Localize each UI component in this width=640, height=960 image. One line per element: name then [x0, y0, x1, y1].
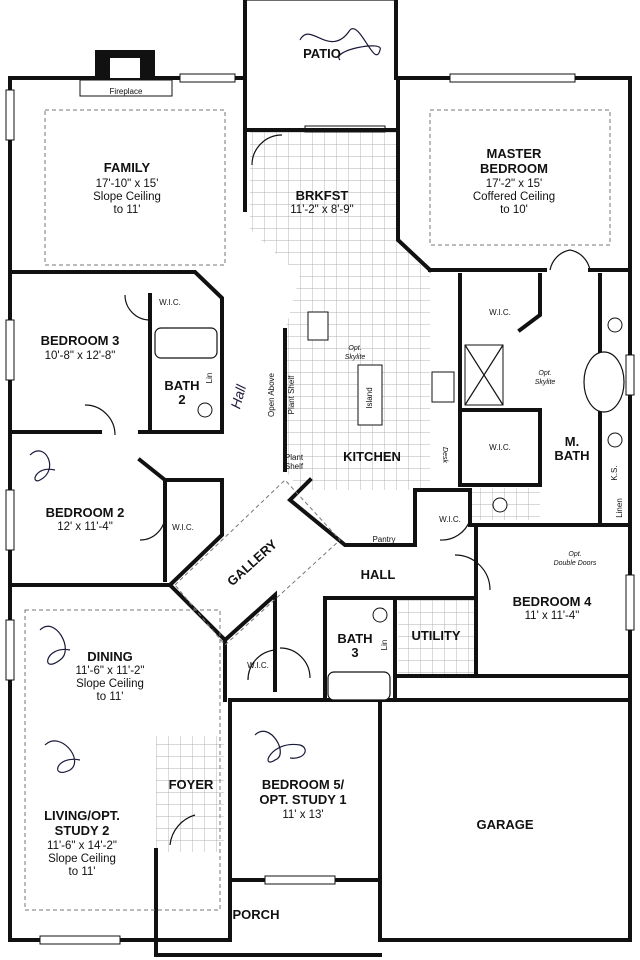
label-living-2: STUDY 2	[55, 823, 110, 838]
label-bedroom4: BEDROOM 4	[513, 594, 593, 609]
scribble-dining	[39, 625, 71, 665]
label-wic-master-2: W.I.C.	[489, 443, 511, 452]
label-mbath-skylite-2: Skylite	[535, 379, 556, 386]
label-hall: HALL	[361, 567, 396, 582]
label-mbath-1: M.	[565, 434, 579, 449]
label-bedroom3: BEDROOM 3	[41, 333, 120, 348]
label-bedroom5-1: BEDROOM 5/	[262, 777, 345, 792]
scribble-patio	[299, 28, 381, 61]
label-master-2: BEDROOM	[480, 161, 548, 176]
scribble-bedroom2	[29, 450, 56, 482]
label-foyer: FOYER	[169, 777, 214, 792]
note-master-1: Coffered Ceiling	[473, 191, 555, 203]
label-plant-shelf-2a: Plant	[285, 453, 304, 462]
label-open-above: Open Above	[267, 372, 276, 417]
label-handwritten-hall: Hall	[227, 382, 249, 410]
label-brkfst: BRKFST	[296, 188, 349, 203]
dim-family: 17'-10" x 15'	[96, 178, 159, 190]
dim-bedroom3: 10'-8" x 12'-8"	[45, 350, 116, 362]
note-family-1: Slope Ceiling	[93, 191, 161, 203]
fireplace-label: Fireplace	[110, 87, 143, 96]
label-family: FAMILY	[104, 160, 151, 175]
dim-bedroom4: 11' x 11'-4"	[525, 610, 580, 622]
label-porch: PORCH	[233, 907, 280, 922]
label-kitchen-skylite-2: Skylite	[345, 354, 366, 361]
note-living-2: to 11'	[69, 866, 96, 878]
fireplace	[79, 50, 173, 97]
label-bedroom5-2: OPT. STUDY 1	[259, 792, 346, 807]
label-wic-pantry: W.I.C.	[439, 515, 461, 524]
label-kitchen-skylite-1: Opt.	[348, 345, 361, 352]
scribble-bedroom5	[254, 730, 306, 763]
label-plant-shelf-2b: Shelf	[285, 462, 304, 471]
label-wic-bedroom3: W.I.C.	[159, 298, 181, 307]
fixtures	[154, 311, 625, 701]
label-bedroom2: BEDROOM 2	[46, 505, 125, 520]
label-garage: GARAGE	[476, 817, 533, 832]
dim-bedroom2: 12' x 11'-4"	[57, 521, 113, 533]
label-plant-shelf: Plant Shelf	[287, 375, 296, 414]
label-pantry: Pantry	[372, 535, 395, 544]
label-gallery: GALLERY	[224, 536, 280, 589]
label-island: Island	[365, 387, 374, 408]
tile-floor-brkfst-kitchen	[156, 130, 540, 852]
label-dining: DINING	[87, 649, 133, 664]
label-kitchen: KITCHEN	[343, 449, 401, 464]
label-bedroom4-doors-2: Double Doors	[554, 560, 597, 567]
doors	[84, 134, 591, 846]
dim-master: 17'-2" x 15'	[486, 178, 542, 190]
label-bath2-lin: Lin	[205, 373, 214, 384]
note-dining-1: Slope Ceiling	[76, 678, 144, 690]
label-wic-master-1: W.I.C.	[489, 308, 511, 317]
dim-living: 11'-6" x 14'-2"	[47, 840, 117, 852]
label-living-1: LIVING/OPT.	[44, 808, 120, 823]
label-mbath-2: BATH	[554, 448, 589, 463]
dim-dining: 11'-6" x 11'-2"	[75, 665, 144, 677]
label-master-1: MASTER	[487, 146, 543, 161]
label-ks: K.S.	[610, 465, 619, 480]
label-mbath-skylite-1: Opt.	[538, 370, 551, 377]
label-bath2-2: 2	[178, 392, 185, 407]
label-bath3-2: 3	[351, 645, 358, 660]
dim-bedroom5: 11' x 13'	[282, 809, 323, 821]
label-utility: UTILITY	[411, 628, 460, 643]
dim-brkfst: 11'-2" x 8'-9"	[290, 204, 353, 216]
label-wic-bedroom2: W.I.C.	[172, 523, 194, 532]
label-bath3-lin: Lin	[380, 640, 389, 651]
note-dining-2: to 11'	[97, 691, 124, 703]
note-family-2: to 11'	[114, 204, 141, 216]
scribble-living	[44, 740, 81, 773]
label-linen: Linen	[615, 498, 624, 518]
label-bath3-1: BATH	[337, 631, 372, 646]
note-living-1: Slope Ceiling	[48, 853, 116, 865]
label-bedroom4-doors-1: Opt.	[568, 551, 581, 558]
note-master-2: to 10'	[500, 204, 528, 216]
label-desk: Desk	[441, 447, 448, 463]
label-patio: PATIO	[303, 46, 341, 61]
label-wic-bedroom5: W.I.C.	[247, 661, 269, 670]
label-bath2-1: BATH	[164, 378, 199, 393]
